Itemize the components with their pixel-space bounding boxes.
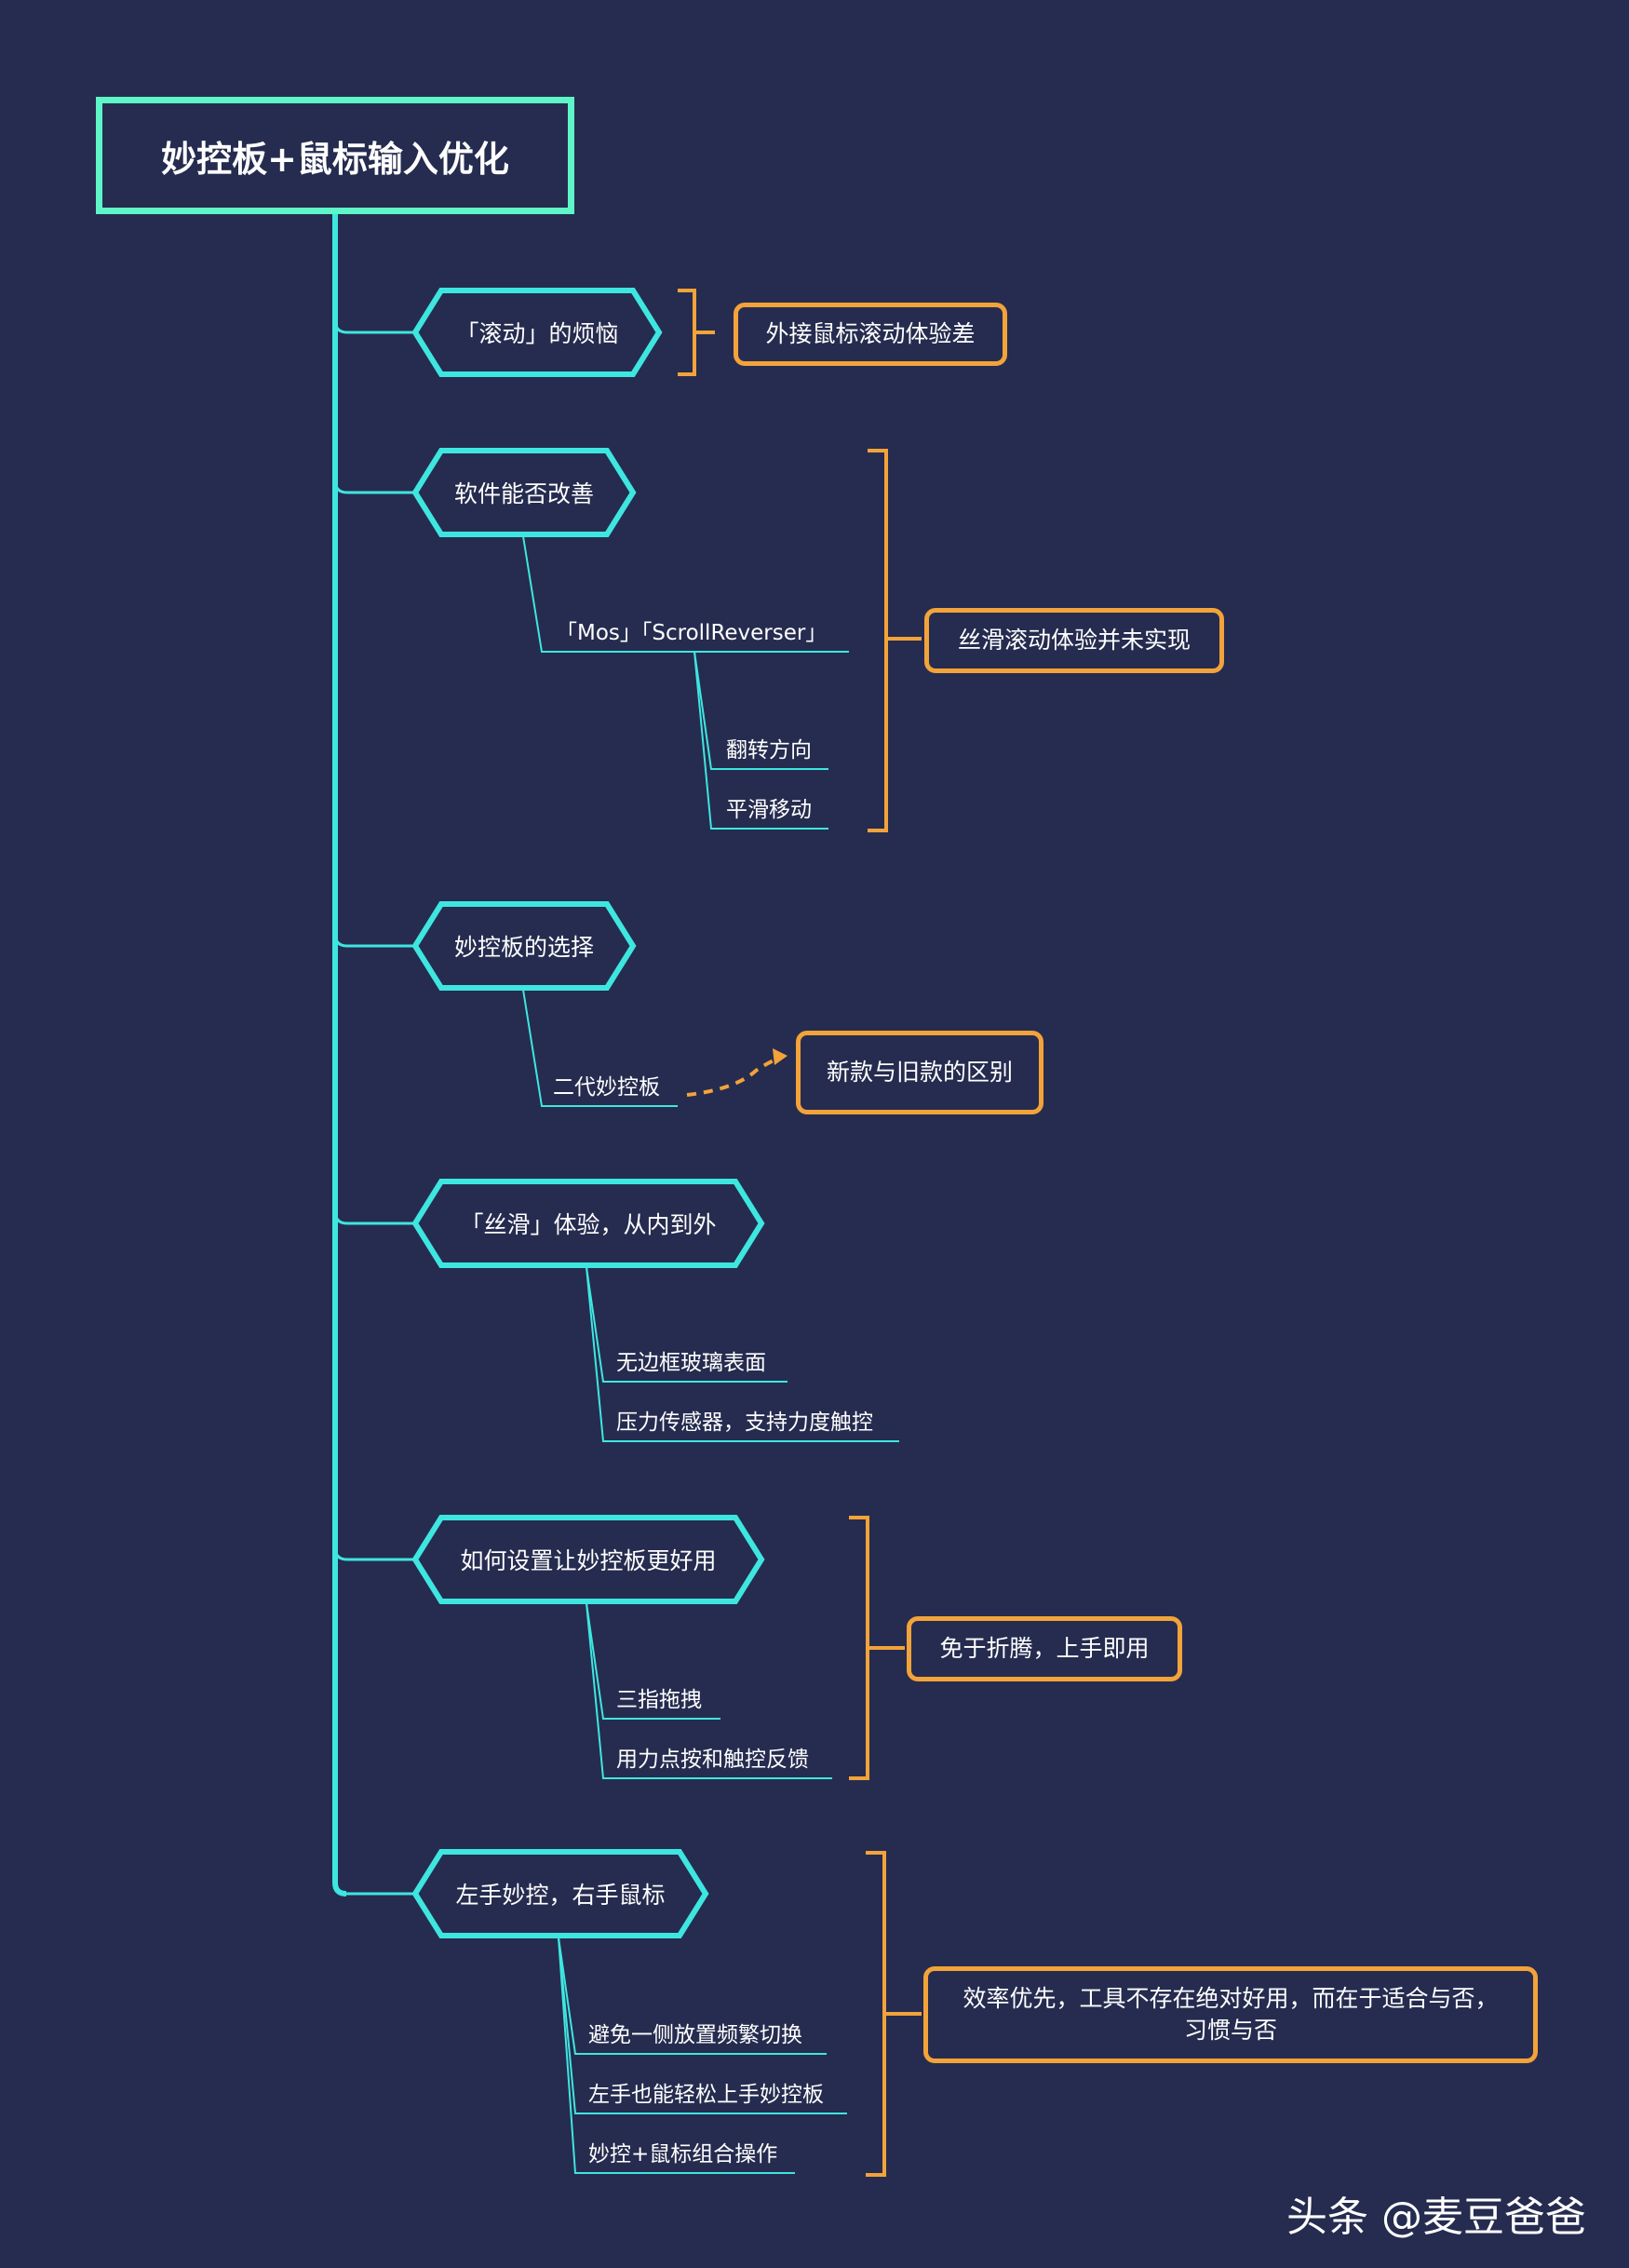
relation-text: 新款与旧款的区别 [826, 1059, 1013, 1087]
subtopic-combo-operation[interactable]: 妙控+鼠标组合操作 [588, 2142, 778, 2167]
topic-label: 软件能否改善 [453, 480, 594, 507]
watermark: 头条 @麦豆爸爸 [1286, 2194, 1586, 2241]
sub-line-5-2 [586, 1602, 832, 1779]
topic-hexagon-4 [411, 1179, 765, 1268]
topic-label: 「滚动」的烦恼 [455, 320, 619, 347]
summary-box-2[interactable]: 丝滑滚动体验并未实现 [924, 608, 1224, 673]
sub-line-2-1 [522, 535, 849, 653]
root-node[interactable]: 妙控板+鼠标输入优化 [96, 97, 574, 214]
summary-text-line-1: 效率优先，工具不存在绝对好用，而在于适合与否， [963, 1985, 1499, 2013]
summary-text-line-2: 习惯与否 [1183, 2017, 1277, 2044]
topic-label: 左手妙控，右手鼠标 [455, 1882, 666, 1909]
sub-line-4-1 [586, 1266, 788, 1383]
sub-line-6-2 [558, 1937, 847, 2114]
summary-bracket-2 [868, 449, 922, 832]
topic-hexagon-2 [411, 448, 637, 537]
topic-label: 「丝滑」体验，从内到外 [460, 1211, 717, 1238]
sub-line-3-1 [522, 989, 678, 1107]
subtopic-flip-direction[interactable]: 翻转方向 [726, 738, 812, 763]
topic-node-6[interactable]: 左手妙控，右手鼠标 [415, 1852, 706, 1936]
subtopic-force-click[interactable]: 用力点按和触控反馈 [616, 1748, 809, 1772]
sub-line-2-1-1 [693, 651, 828, 770]
relation-arrowhead [773, 1048, 788, 1065]
summary-bracket-5 [849, 1516, 905, 1780]
subtopic-three-finger-drag[interactable]: 三指拖拽 [616, 1688, 702, 1712]
sub-line-5-1 [586, 1602, 720, 1720]
relation-box[interactable]: 新款与旧款的区别 [796, 1031, 1043, 1114]
topic-hexagon-5 [411, 1515, 765, 1604]
summary-box-6[interactable]: 效率优先，工具不存在绝对好用，而在于适合与否， 习惯与否 [923, 1966, 1538, 2063]
sub-line-6-1 [558, 1937, 827, 2055]
relation-arrow [686, 1056, 783, 1097]
summary-text: 丝滑滚动体验并未实现 [957, 627, 1191, 655]
summary-text: 免于折腾，上手即用 [939, 1635, 1150, 1663]
subtopic-mos-scrollreverser[interactable]: 「Mos」「ScrollReverser」 [556, 621, 828, 645]
topic-label: 如何设置让妙控板更好用 [460, 1547, 717, 1574]
subtopic-smooth-move[interactable]: 平滑移动 [726, 798, 812, 822]
topic-node-5[interactable]: 如何设置让妙控板更好用 [415, 1518, 761, 1601]
branch-line-5 [333, 1546, 415, 1561]
sub-line-4-2 [586, 1266, 899, 1442]
branch-line-4 [333, 1210, 415, 1225]
topic-node-1[interactable]: 「滚动」的烦恼 [415, 290, 659, 374]
subtopic-avoid-switching[interactable]: 避免一侧放置频繁切换 [588, 2023, 802, 2047]
topic-hexagon-6 [411, 1849, 709, 1938]
branch-line-6 [333, 1882, 415, 1896]
subtopic-magic-trackpad-2[interactable]: 二代妙控板 [553, 1075, 660, 1100]
topic-node-2[interactable]: 软件能否改善 [415, 451, 633, 534]
summary-text: 外接鼠标滚动体验差 [765, 320, 976, 348]
branch-line-1 [333, 319, 415, 334]
subtopic-left-hand-easy[interactable]: 左手也能轻松上手妙控板 [588, 2083, 824, 2107]
topic-label: 妙控板的选择 [453, 934, 594, 961]
subtopic-pressure-sensor[interactable]: 压力传感器，支持力度触控 [616, 1411, 873, 1435]
subtopic-borderless-glass[interactable]: 无边框玻璃表面 [616, 1351, 766, 1375]
topic-node-3[interactable]: 妙控板的选择 [415, 904, 633, 988]
topic-hexagon-1 [411, 288, 663, 377]
root-title: 妙控板+鼠标输入优化 [161, 138, 509, 180]
branch-line-2 [333, 479, 415, 494]
topic-node-4[interactable]: 「丝滑」体验，从内到外 [415, 1181, 761, 1265]
summary-bracket-6 [866, 1851, 922, 2177]
sub-line-6-3 [558, 1937, 795, 2174]
summary-box-1[interactable]: 外接鼠标滚动体验差 [734, 303, 1007, 366]
summary-bracket-1 [678, 289, 715, 376]
main-trunk [332, 214, 347, 1897]
summary-box-5[interactable]: 免于折腾，上手即用 [907, 1616, 1182, 1681]
branch-line-3 [333, 933, 415, 948]
topic-hexagon-3 [411, 901, 637, 991]
sub-line-2-1-2 [693, 651, 828, 830]
